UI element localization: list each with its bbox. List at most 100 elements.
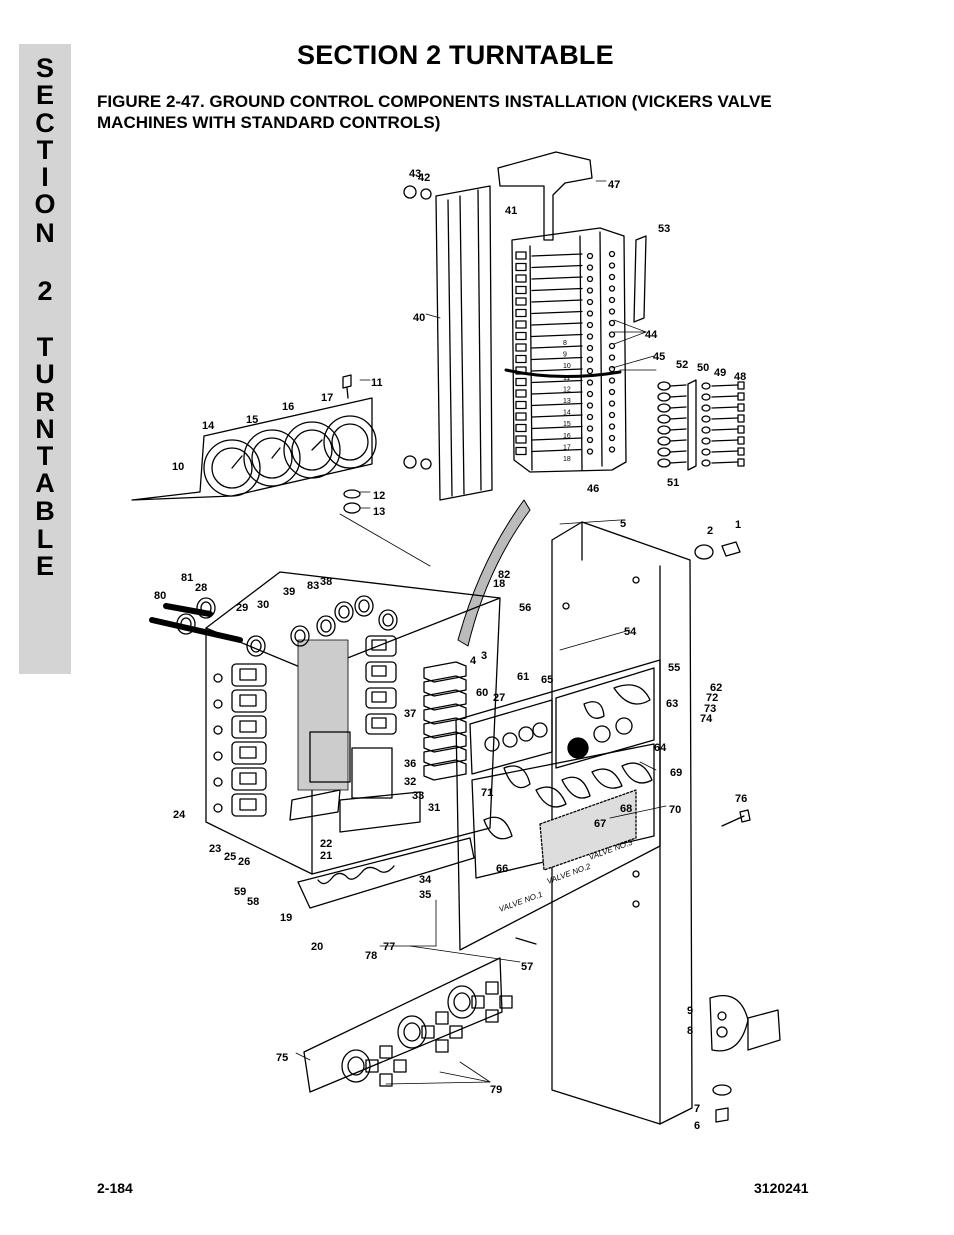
side-tab-letter: B bbox=[35, 496, 55, 526]
side-tab-letter: E bbox=[35, 80, 54, 110]
callout-61: 61 bbox=[517, 671, 529, 683]
callout-27: 27 bbox=[493, 692, 505, 704]
callout-69: 69 bbox=[670, 767, 682, 779]
callout-52: 52 bbox=[676, 359, 688, 371]
callout-45: 45 bbox=[653, 351, 665, 363]
side-tab-letter: 2 bbox=[37, 276, 53, 306]
callout-71: 71 bbox=[481, 787, 493, 799]
callout-42: 42 bbox=[418, 172, 430, 184]
side-tab-letter: T bbox=[36, 332, 54, 362]
callout-26: 26 bbox=[238, 856, 250, 868]
callout-66: 66 bbox=[496, 863, 508, 875]
bracket-part-47 bbox=[497, 151, 593, 241]
callout-3: 3 bbox=[481, 650, 487, 662]
gauge-14 bbox=[203, 439, 261, 497]
callout-33: 33 bbox=[412, 790, 424, 802]
side-tab-letter: A bbox=[35, 468, 55, 498]
callout-36: 36 bbox=[404, 758, 416, 770]
terminal-block-part-46 bbox=[504, 227, 627, 473]
terminal-number: 12 bbox=[563, 386, 571, 393]
callout-16: 16 bbox=[282, 401, 294, 413]
callout-60: 60 bbox=[476, 687, 488, 699]
callout-10: 10 bbox=[172, 461, 184, 473]
callout-39: 39 bbox=[283, 586, 295, 598]
callout-55: 55 bbox=[668, 662, 680, 674]
callout-46: 46 bbox=[587, 483, 599, 495]
callout-19: 19 bbox=[280, 912, 292, 924]
terminal-rows bbox=[515, 250, 616, 456]
callout-79: 79 bbox=[490, 1084, 502, 1096]
callout-40: 40 bbox=[413, 312, 425, 324]
terminal-number: 18 bbox=[563, 456, 571, 463]
callout-5: 5 bbox=[620, 518, 626, 530]
terminal-number: 11 bbox=[563, 375, 570, 382]
gauge-15 bbox=[243, 429, 301, 487]
decal-area-70 bbox=[539, 789, 637, 871]
side-tab-letter: N bbox=[35, 414, 55, 444]
terminal-strip bbox=[297, 639, 349, 791]
callout-76: 76 bbox=[735, 793, 747, 805]
callout-49: 49 bbox=[714, 367, 726, 379]
callout-47: 47 bbox=[608, 179, 620, 191]
callout-34: 34 bbox=[419, 874, 432, 886]
side-tab-letter: R bbox=[35, 387, 55, 417]
relay-columns bbox=[213, 635, 397, 817]
callout-21: 21 bbox=[320, 850, 332, 862]
callout-25: 25 bbox=[224, 851, 236, 863]
callout-48: 48 bbox=[734, 371, 746, 383]
callout-72: 72 bbox=[706, 692, 718, 704]
screw-rows bbox=[657, 381, 745, 468]
callout-29: 29 bbox=[236, 602, 248, 614]
callout-59: 59 bbox=[234, 886, 246, 898]
side-tab-letter: N bbox=[35, 218, 55, 248]
terminal-number: 16 bbox=[563, 433, 571, 440]
terminal-number: 10 bbox=[563, 363, 571, 370]
callout-57: 57 bbox=[521, 961, 533, 973]
side-tab-letter: C bbox=[35, 108, 55, 138]
callout-82: 82 bbox=[498, 569, 510, 581]
callout-50: 50 bbox=[697, 362, 709, 374]
callout-75: 75 bbox=[276, 1052, 288, 1064]
callout-53: 53 bbox=[658, 223, 670, 235]
callout-24: 24 bbox=[173, 809, 186, 821]
side-tab-letter: T bbox=[36, 135, 54, 165]
document-number: 3120241 bbox=[754, 1180, 809, 1196]
callout-14: 14 bbox=[202, 420, 215, 432]
callout-35: 35 bbox=[419, 889, 431, 901]
callout-81: 81 bbox=[181, 572, 193, 584]
valve-connectors bbox=[341, 981, 513, 1087]
callout-12: 12 bbox=[373, 490, 385, 502]
callout-18: 18 bbox=[493, 578, 505, 590]
callout-2: 2 bbox=[707, 525, 713, 537]
callout-13: 13 bbox=[373, 506, 385, 518]
valve-plate-75 bbox=[303, 957, 503, 1093]
terminal-number: 8 bbox=[563, 340, 567, 347]
callout-73: 73 bbox=[704, 703, 716, 715]
callout-68: 68 bbox=[620, 803, 632, 815]
callout-30: 30 bbox=[257, 599, 269, 611]
callout-43: 43 bbox=[409, 168, 421, 180]
callout-6: 6 bbox=[694, 1120, 700, 1132]
callout-78: 78 bbox=[365, 950, 377, 962]
mounting-plate-19 bbox=[297, 837, 475, 909]
cable-harness bbox=[457, 499, 531, 647]
relay-stack-37 bbox=[423, 661, 467, 781]
callout-83: 83 bbox=[307, 580, 319, 592]
terminal-number: 15 bbox=[563, 421, 571, 428]
figure-title: FIGURE 2-47. GROUND CONTROL COMPONENTS I… bbox=[97, 92, 772, 132]
callout-17: 17 bbox=[321, 392, 333, 404]
callout-11: 11 bbox=[371, 377, 383, 389]
callout-4: 4 bbox=[470, 655, 477, 667]
callout-62: 62 bbox=[710, 682, 722, 694]
callout-32: 32 bbox=[404, 776, 416, 788]
callout-51: 51 bbox=[667, 477, 679, 489]
callout-77: 77 bbox=[383, 941, 395, 953]
callout-63: 63 bbox=[666, 698, 678, 710]
callout-67: 67 bbox=[594, 818, 606, 830]
callout-65: 65 bbox=[541, 674, 553, 686]
callout-20: 20 bbox=[311, 941, 323, 953]
callout-64: 64 bbox=[654, 742, 667, 754]
callout-9: 9 bbox=[687, 1005, 693, 1017]
